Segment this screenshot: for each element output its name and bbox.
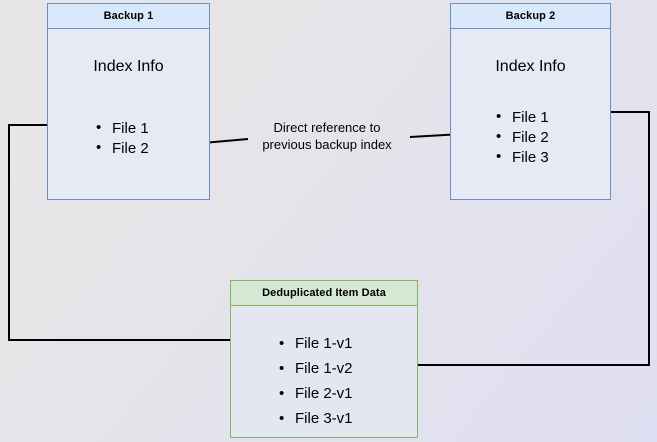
list-item: File 1 [96, 118, 149, 139]
direct-reference-line-1: Direct reference to [273, 120, 381, 135]
list-item: File 1 [496, 107, 549, 128]
backup-1-index-info-label: Index Info [93, 58, 164, 75]
deduplicated-item-data-body: File 1-v1 File 1-v2 File 2-v1 File 3-v1 [231, 306, 417, 437]
backup-2-box[interactable]: Backup 2 Index Info File 1 File 2 File 3 [450, 3, 611, 200]
direct-reference-annotation: Direct reference to previous backup inde… [244, 119, 410, 153]
backup-1-file-list: File 1 File 2 [96, 118, 149, 159]
list-item: File 2 [496, 127, 549, 148]
list-item: File 2-v1 [279, 381, 353, 406]
deduplicated-item-data-header: Deduplicated Item Data [231, 281, 417, 306]
list-item: File 3 [496, 147, 549, 168]
list-item: File 2 [96, 138, 149, 159]
list-item: File 3-v1 [279, 406, 353, 431]
backup-1-header: Backup 1 [48, 4, 209, 29]
backup-1-body: Index Info File 1 File 2 [48, 29, 209, 199]
backup-2-header: Backup 2 [451, 4, 610, 29]
direct-reference-line-2: previous backup index [262, 137, 392, 152]
deduplicated-file-list: File 1-v1 File 1-v2 File 2-v1 File 3-v1 [279, 331, 353, 431]
list-item: File 1-v2 [279, 356, 353, 381]
backup-2-body: Index Info File 1 File 2 File 3 [451, 29, 610, 199]
backup-1-box[interactable]: Backup 1 Index Info File 1 File 2 [47, 3, 210, 200]
backup-2-index-info-label: Index Info [495, 58, 566, 75]
list-item: File 1-v1 [279, 331, 353, 356]
deduplicated-item-data-box[interactable]: Deduplicated Item Data File 1-v1 File 1-… [230, 280, 418, 438]
backup-2-file-list: File 1 File 2 File 3 [496, 107, 549, 168]
